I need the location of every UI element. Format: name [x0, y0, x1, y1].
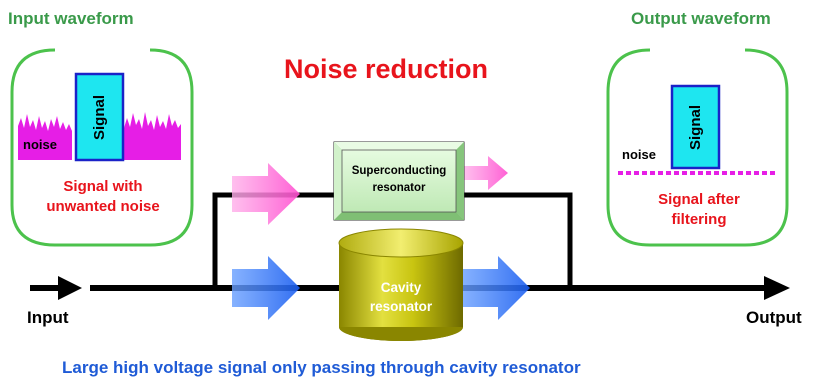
input-signal-label: Signal	[91, 94, 108, 140]
input-caption: Signal with unwanted noise	[22, 177, 184, 217]
output-noise-label: noise	[622, 147, 656, 162]
output-caption-line-2: filtering	[671, 211, 727, 228]
input-signal-block	[74, 72, 125, 162]
cavity-resonator-label: Cavity resonator	[345, 278, 457, 316]
pink-arrow-small-icon	[464, 156, 508, 190]
input-arrow-icon	[30, 276, 82, 300]
input-caption-line-2: unwanted noise	[46, 198, 160, 215]
superconducting-resonator-box	[333, 141, 465, 221]
output-signal-label: Signal	[687, 104, 704, 150]
input-waveform-frame	[10, 48, 194, 247]
output-waveform-frame	[606, 48, 789, 247]
output-caption-line-1: Signal after	[658, 191, 740, 208]
cavity-resonator-cylinder	[338, 228, 464, 341]
output-arrow-icon	[730, 276, 790, 300]
blue-arrow-left-icon	[232, 256, 300, 320]
input-label: Input	[27, 308, 69, 327]
input-caption-line-1: Signal with	[63, 178, 143, 195]
input-noise-spikes	[18, 114, 72, 160]
superconducting-resonator-line-1: Superconducting	[351, 165, 447, 177]
superconducting-resonator-label: Superconducting resonator	[342, 163, 456, 197]
blue-arrow-right-icon	[462, 256, 530, 320]
cavity-resonator-line-2: resonator	[369, 299, 433, 314]
input-waveform-heading: Input waveform	[8, 9, 134, 28]
output-caption: Signal after filtering	[618, 190, 780, 230]
output-signal-block	[670, 84, 721, 170]
superconducting-resonator-line-2: resonator	[372, 182, 426, 194]
input-noise-label: noise	[23, 137, 57, 152]
cavity-resonator-line-1: Cavity	[380, 280, 422, 295]
output-label: Output	[746, 308, 802, 327]
output-waveform-heading: Output waveform	[631, 9, 771, 28]
pink-arrow-large-icon	[232, 163, 300, 225]
input-noise-spikes-right	[124, 112, 181, 160]
footer-caption: Large high voltage signal only passing t…	[62, 358, 581, 377]
page-title: Noise reduction	[284, 54, 489, 84]
